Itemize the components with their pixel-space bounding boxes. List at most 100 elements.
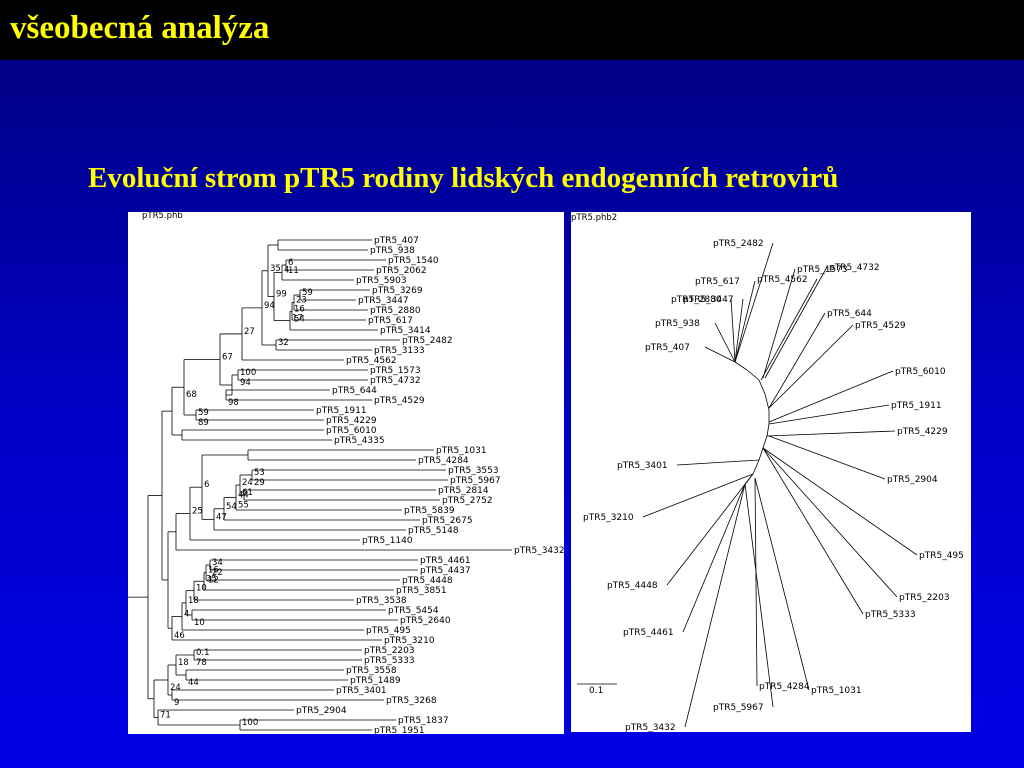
leaf-label: pTR5_5839 — [404, 506, 455, 516]
leaf-label: pTR5_4529 — [374, 396, 425, 406]
leaf-label: pTR5_3447 — [358, 296, 409, 306]
tree-terminal-branch — [734, 280, 756, 363]
leaf-label: pTR5_5333 — [364, 656, 415, 666]
bootstrap-value: 23 — [296, 296, 307, 306]
bootstrap-value: 24 — [242, 478, 253, 488]
leaf-label: pTR5_3851 — [396, 586, 447, 596]
bootstrap-value: 35 — [206, 574, 217, 584]
tree-terminal-branch — [734, 298, 744, 363]
leaf-label: pTR5_5903 — [356, 276, 407, 286]
leaf-label: pTR5_617 — [368, 316, 413, 326]
leaf-label: pTR5_4732 — [370, 376, 421, 386]
leaf-label: pTR5_4732 — [829, 263, 880, 273]
tree-terminal-branch — [714, 322, 736, 363]
leaf-label: pTR5_5148 — [408, 526, 459, 536]
bootstrap-value: 16 — [208, 566, 219, 576]
bootstrap-value: 100 — [242, 718, 258, 728]
leaf-label: pTR5_3401 — [617, 461, 668, 471]
tree-internal-branch — [752, 459, 760, 475]
leaf-label: pTR5_5967 — [713, 703, 764, 713]
leaf-label: pTR5_4229 — [326, 416, 377, 426]
leaf-label: pTR5_1540 — [388, 256, 439, 266]
bootstrap-value: 6 — [288, 258, 293, 268]
tree-terminal-branch — [682, 483, 746, 633]
title-bar: všeobecná analýza — [0, 0, 1024, 60]
leaf-label: pTR5_2640 — [400, 616, 451, 626]
leaf-label: pTR5_3538 — [356, 596, 407, 606]
tree-internal-branch — [766, 423, 770, 437]
leaf-label: pTR5_3133 — [374, 346, 425, 356]
bootstrap-value: 35 — [270, 264, 281, 274]
leaf-label: pTR5_3401 — [336, 686, 387, 696]
leaf-label: pTR5_1573 — [370, 366, 421, 376]
tree-terminal-branch — [684, 483, 746, 728]
leaf-label: pTR5_4562 — [346, 356, 397, 366]
bootstrap-value: 16 — [294, 304, 305, 314]
tree-internal-branch — [762, 435, 768, 449]
tree-terminal-branch — [768, 435, 886, 480]
leaf-label: pTR5_938 — [370, 246, 415, 256]
tree-internal-branch — [734, 361, 748, 371]
tree-terminal-branch — [734, 242, 774, 363]
leaf-label: pTR5_4284 — [418, 456, 469, 466]
leaf-label: pTR5_4229 — [897, 427, 948, 437]
bootstrap-value: 68 — [186, 390, 197, 400]
tree-file-title: pTR5.phb2 — [571, 213, 617, 223]
leaf-label: pTR5_4461 — [420, 556, 471, 566]
tree-internal-branch — [758, 447, 764, 461]
bootstrap-value: 4 — [284, 266, 289, 276]
leaf-label: pTR5_4437 — [420, 566, 471, 576]
leaf-label: pTR5_3210 — [384, 636, 435, 646]
tree-terminal-branch — [768, 324, 854, 409]
bootstrap-value: 32 — [278, 338, 289, 348]
leaf-label: pTR5_1837 — [398, 716, 449, 726]
bootstrap-value: 6 — [204, 480, 209, 490]
leaf-label: pTR5_2482 — [713, 239, 764, 249]
leaf-label: pTR5_5454 — [388, 606, 439, 616]
bootstrap-value: 12 — [208, 576, 219, 586]
bootstrap-value: 71 — [160, 711, 171, 721]
tree-terminal-branch — [762, 447, 918, 556]
leaf-label: pTR5_6010 — [326, 426, 377, 436]
leaf-label: pTR5_938 — [655, 319, 700, 329]
leaf-label: pTR5_1031 — [811, 686, 862, 696]
tree-terminal-branch — [676, 459, 760, 466]
bootstrap-value: 44 — [188, 678, 199, 688]
leaf-label: pTR5_5333 — [865, 610, 916, 620]
leaf-label: pTR5_3268 — [386, 696, 437, 706]
leaf-label: pTR5_2675 — [422, 516, 473, 526]
bootstrap-value: 89 — [198, 418, 209, 428]
tree-terminal-branch — [766, 430, 896, 437]
bootstrap-value: 78 — [196, 658, 207, 668]
bootstrap-value: 59 — [302, 288, 313, 298]
rooted-tree-diagram: pTR5.phbpTR5_407pTR5_938pTR5_1540pTR5_20… — [128, 212, 564, 734]
bootstrap-value: 22 — [212, 568, 223, 578]
leaf-label: pTR5_495 — [919, 551, 964, 561]
bootstrap-value: 94 — [264, 301, 275, 311]
bootstrap-value: 54 — [294, 314, 305, 324]
leaf-label: pTR5_5967 — [450, 476, 501, 486]
bootstrap-value: 44 — [238, 491, 249, 501]
leaf-label: pTR5_2880 — [671, 295, 722, 305]
bootstrap-value: 54 — [226, 502, 237, 512]
bootstrap-value: 29 — [254, 478, 265, 488]
leaf-label: pTR5_4562 — [757, 275, 808, 285]
tree-terminal-branch — [762, 447, 864, 615]
tree-file-title: pTR5.phb — [142, 212, 183, 221]
tree-terminal-branch — [754, 477, 758, 687]
slide-subtitle: Evoluční strom pTR5 rodiny lidských endo… — [88, 162, 839, 194]
leaf-label: pTR5_4448 — [402, 576, 453, 586]
tree-terminal-branch — [754, 477, 810, 691]
leaf-label: pTR5_4461 — [623, 628, 674, 638]
tree-terminal-branch — [768, 370, 894, 423]
bootstrap-value: 99 — [276, 290, 287, 300]
bootstrap-value: 100 — [240, 368, 256, 378]
scale-label: 0.1 — [589, 686, 603, 696]
leaf-label: pTR5_3432 — [514, 546, 564, 556]
tree-internal-branch — [746, 369, 760, 381]
bootstrap-value: 98 — [228, 398, 239, 408]
leaf-label: pTR5_2814 — [438, 486, 489, 496]
leaf-label: pTR5_4448 — [607, 581, 658, 591]
leaf-label: pTR5_4335 — [334, 436, 385, 446]
